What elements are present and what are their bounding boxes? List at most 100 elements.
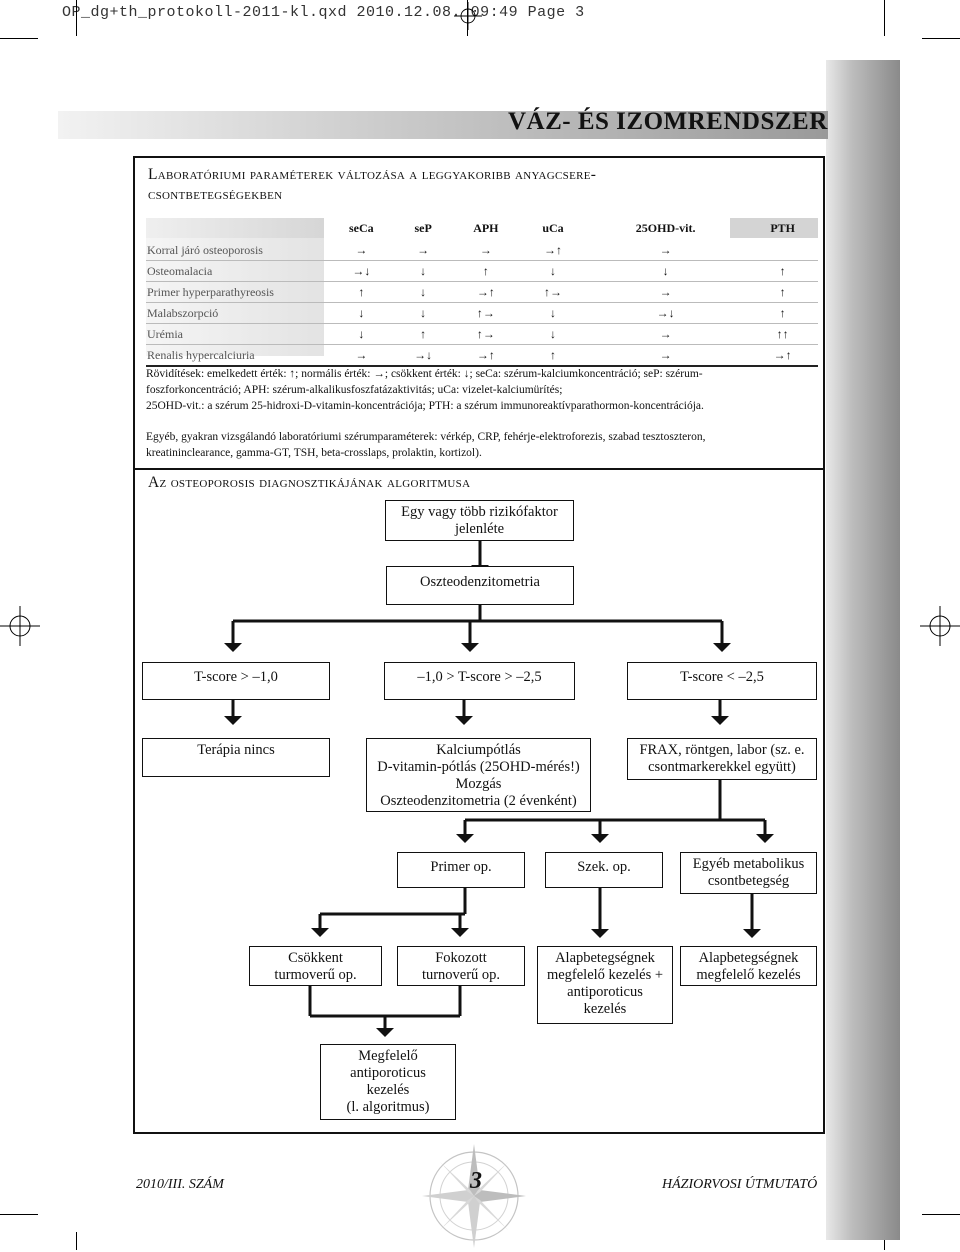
- node-text: Megfelelő: [358, 1048, 418, 1064]
- node-secondary-op: Szek. op.: [545, 852, 663, 888]
- node-text: antiporoticus: [350, 1065, 426, 1081]
- arrowhead-icon: [455, 716, 473, 725]
- row-label: Korral járó osteoporosis: [146, 240, 326, 261]
- page-title: VÁZ- ÉS IZOMRENDSZER: [508, 108, 828, 135]
- abbrev-line: foszforkoncentráció; APH: szérum-alkalik…: [146, 384, 563, 396]
- crop-mark: [0, 1214, 38, 1215]
- node-text: T-score < –2,5: [680, 669, 764, 685]
- node-text: Alapbetegségnek: [698, 950, 799, 966]
- table-cell: →↑: [522, 240, 584, 261]
- table-cell: →: [326, 344, 397, 367]
- table-cell: [747, 240, 818, 261]
- table-cell: ↓: [396, 260, 450, 282]
- registration-mark-icon: [0, 606, 40, 646]
- table-cell: ↑: [396, 323, 450, 345]
- table-cell: ↑: [747, 260, 818, 282]
- title-gradient-bar: [58, 111, 828, 139]
- node-low-turnover: Csökkent turmoverű op.: [249, 946, 382, 986]
- table-cell: ↓: [396, 281, 450, 303]
- lab-title-line-1: Laboratóriumi paraméterek változása a le…: [148, 166, 597, 183]
- row-label: Urémia: [146, 323, 326, 345]
- arrowhead-icon: [591, 834, 609, 843]
- table-cell: →: [449, 240, 523, 261]
- table-cell: →: [583, 240, 748, 261]
- table-cell: ↓: [522, 302, 584, 324]
- registration-mark-icon: [920, 606, 960, 646]
- table-cell: →↑: [747, 344, 818, 367]
- node-text: Csökkent: [288, 950, 343, 966]
- node-appropriate-antiporotic: Megfelelő antiporoticus kezelés (l. algo…: [320, 1044, 456, 1120]
- node-text: Szek. op.: [577, 859, 631, 875]
- crop-mark: [884, 1232, 885, 1250]
- table-cell: ↑: [747, 302, 818, 324]
- table-row: Korral járó osteoporosis → → → →↑ →: [146, 240, 818, 261]
- crop-mark: [922, 38, 960, 39]
- node-tscore-normal: T-score > –1,0: [142, 662, 330, 700]
- node-text: kezelés: [366, 1082, 410, 1098]
- table-cell: ↓: [326, 302, 397, 324]
- footer-publication: HÁZIORVOSI ÚTMUTATÓ: [662, 1177, 818, 1192]
- column-header: uCa: [542, 220, 564, 235]
- column-header: APH: [473, 220, 499, 235]
- column-header: seP: [414, 220, 432, 235]
- row-label: Osteomalacia: [146, 260, 326, 282]
- other-line: kreatininclearance, gamma-GT, TSH, beta-…: [146, 447, 482, 459]
- node-underlying-treatment: Alapbetegségnek megfelelő kezelés: [680, 946, 817, 986]
- node-text: Terápia nincs: [197, 742, 275, 758]
- table-cell: →↓: [396, 344, 450, 367]
- table-cell: →: [326, 240, 397, 261]
- node-text: (l. algoritmus): [346, 1099, 430, 1115]
- node-text: Fokozott: [435, 950, 487, 966]
- node-text: megfelelő kezelés: [696, 967, 801, 983]
- node-text: Kalciumpótlás: [436, 742, 521, 758]
- node-high-turnover: Fokozott turnoverű op.: [397, 946, 525, 986]
- table-cell: →: [583, 344, 748, 367]
- crop-mark: [76, 1232, 77, 1250]
- arrowhead-icon: [711, 716, 729, 725]
- table-row: Osteomalacia →↓ ↓ ↑ ↓ ↓ ↑: [146, 260, 818, 282]
- side-gradient-bar: [826, 60, 900, 1240]
- footer-issue: 2010/III. SZÁM: [136, 1177, 224, 1192]
- node-calcium-supplement: Kalciumpótlás D-vitamin-pótlás (25OHD-mé…: [366, 738, 591, 812]
- node-text: Oszteodenzitometria: [420, 574, 540, 590]
- table-cell: →↑: [449, 344, 523, 367]
- crop-mark: [0, 38, 38, 39]
- table-cell: ↑↑: [747, 323, 818, 345]
- table-cell: ↑→: [449, 302, 523, 324]
- node-underlying-plus-antiporotic: Alapbetegségnek megfelelő kezelés + anti…: [537, 946, 673, 1024]
- arrowhead-icon: [591, 929, 609, 938]
- table-cell: ↓: [522, 260, 584, 282]
- node-text: FRAX, röntgen, labor (sz. e.: [639, 742, 805, 758]
- abbreviations-note: Rövidítések: emelkedett érték: ↑; normál…: [146, 366, 786, 414]
- node-text: T-score > –1,0: [194, 669, 278, 685]
- crop-mark: [884, 0, 885, 36]
- node-text: antiporoticus: [567, 984, 643, 1000]
- lab-parameter-table: seCa seP APH uCa 25OHD-vit. PTH Korral j…: [146, 216, 818, 367]
- node-text: Egyéb metabolikus: [692, 856, 805, 872]
- table-cell: ↓: [583, 260, 748, 282]
- table-cell: ↑→: [449, 323, 523, 345]
- node-other-metabolic: Egyéb metabolikus csontbetegség: [680, 852, 817, 894]
- node-text: csontmarkerekkel együtt): [648, 759, 796, 775]
- table-cell: →: [583, 281, 748, 303]
- other-line: Egyéb, gyakran vizsgálandó laboratóriumi…: [146, 431, 706, 443]
- table-cell: →↓: [583, 302, 748, 324]
- crop-mark: [467, 0, 468, 36]
- node-frax-workup: FRAX, röntgen, labor (sz. e. csontmarker…: [627, 738, 817, 780]
- table-cell: ↓: [326, 323, 397, 345]
- table-row: Renalis hypercalciuria → →↓ →↑ ↑ → →↑: [146, 344, 818, 367]
- node-text: kezelés: [583, 1001, 627, 1017]
- node-text: –1,0 > T-score > –2,5: [417, 669, 542, 685]
- table-cell: ↓: [522, 323, 584, 345]
- node-no-therapy: Terápia nincs: [142, 738, 330, 777]
- node-risk-factor: Egy vagy több rizikófaktor jelenléte: [385, 500, 574, 541]
- abbrev-line: 25OHD-vit.: a szérum 25-hidroxi-D-vitami…: [146, 400, 704, 412]
- table-cell: ↑: [326, 281, 397, 303]
- node-text: megfelelő kezelés +: [546, 967, 664, 983]
- node-tscore-osteopenia: –1,0 > T-score > –2,5: [384, 662, 575, 700]
- crop-mark: [922, 1214, 960, 1215]
- arrowhead-icon: [311, 928, 329, 937]
- algorithm-section-title: Az osteoporosis diagnosztikájának algori…: [148, 474, 471, 491]
- table-header-shade: [146, 218, 324, 238]
